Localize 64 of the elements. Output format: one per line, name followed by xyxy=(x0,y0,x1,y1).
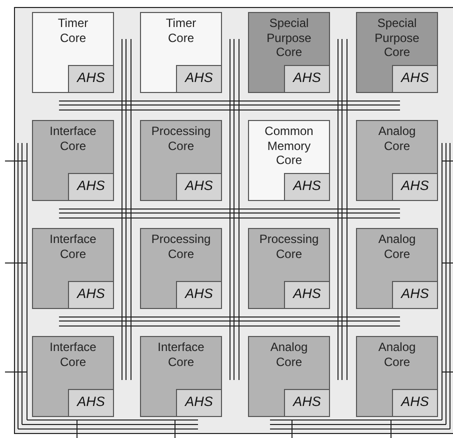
core-box xyxy=(32,120,114,201)
core-box xyxy=(140,336,222,417)
core-label: Special Purpose Core xyxy=(266,16,312,60)
core-label: Processing Core xyxy=(259,232,319,261)
adapter-box xyxy=(392,65,438,93)
adapter-label: AHS xyxy=(77,70,105,85)
core-box xyxy=(356,120,438,201)
core-box xyxy=(248,120,330,201)
adapter-box xyxy=(284,173,330,201)
core-label: Interface Core xyxy=(50,340,96,369)
adapter-box xyxy=(392,389,438,417)
core-box xyxy=(32,336,114,417)
adapter-label: AHS xyxy=(185,394,213,409)
core-box xyxy=(140,120,222,201)
adapter-box xyxy=(176,173,222,201)
adapter-box xyxy=(68,389,114,417)
adapter-label: AHS xyxy=(401,286,429,301)
core-box xyxy=(356,228,438,309)
adapter-label: AHS xyxy=(293,394,321,409)
core-label: Interface Core xyxy=(50,232,96,261)
core-label: Interface Core xyxy=(50,124,96,153)
core-label: Analog Core xyxy=(378,232,416,261)
core-label: Analog Core xyxy=(378,340,416,369)
adapter-label: AHS xyxy=(401,70,429,85)
core-box xyxy=(248,228,330,309)
core-label: Interface Core xyxy=(158,340,204,369)
core-label: Analog Core xyxy=(378,124,416,153)
core-box xyxy=(356,336,438,417)
core-label: Timer Core xyxy=(58,16,88,45)
adapter-label: AHS xyxy=(401,394,429,409)
adapter-box xyxy=(68,65,114,93)
adapter-label: AHS xyxy=(401,178,429,193)
core-label: Common Memory Core xyxy=(264,124,314,168)
adapter-label: AHS xyxy=(293,178,321,193)
core-label: Processing Core xyxy=(151,124,211,153)
adapter-box xyxy=(392,173,438,201)
core-label: Analog Core xyxy=(270,340,308,369)
core-box xyxy=(248,12,330,93)
core-label: Timer Core xyxy=(166,16,196,45)
adapter-box xyxy=(392,281,438,309)
adapter-label: AHS xyxy=(185,286,213,301)
adapter-box xyxy=(284,281,330,309)
core-box xyxy=(32,228,114,309)
core-box xyxy=(140,228,222,309)
adapter-label: AHS xyxy=(77,286,105,301)
core-label: Special Purpose Core xyxy=(374,16,420,60)
adapter-label: AHS xyxy=(185,70,213,85)
adapter-label: AHS xyxy=(77,394,105,409)
adapter-box xyxy=(176,281,222,309)
adapter-label: AHS xyxy=(293,70,321,85)
core-box xyxy=(248,336,330,417)
adapter-label: AHS xyxy=(293,286,321,301)
adapter-box xyxy=(68,281,114,309)
adapter-box xyxy=(284,389,330,417)
adapter-box xyxy=(284,65,330,93)
adapter-box xyxy=(176,389,222,417)
core-box xyxy=(356,12,438,93)
adapter-box xyxy=(68,173,114,201)
adapter-label: AHS xyxy=(77,178,105,193)
core-box xyxy=(32,12,114,93)
adapter-label: AHS xyxy=(185,178,213,193)
core-label: Processing Core xyxy=(151,232,211,261)
core-box xyxy=(140,12,222,93)
adapter-box xyxy=(176,65,222,93)
